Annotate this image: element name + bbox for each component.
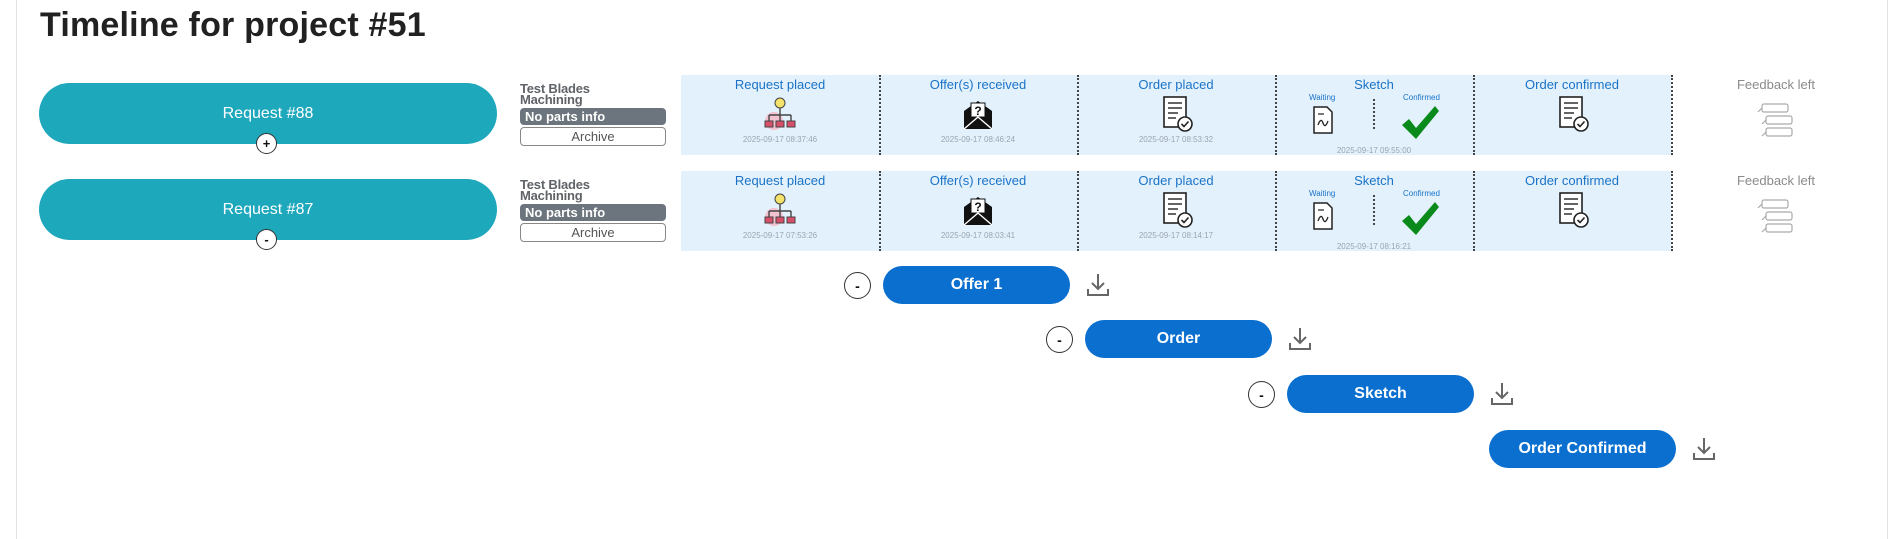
stage-feedback-left[interactable]: Feedback left xyxy=(1716,75,1836,155)
feedback-label: Feedback left xyxy=(1736,173,1816,188)
stage-order-placed[interactable]: Order placed 2025-09-17 08:14:17 xyxy=(1077,171,1275,251)
sketch-waiting-label: Waiting xyxy=(1309,189,1336,198)
document-check-icon xyxy=(1163,192,1193,228)
stage-divider xyxy=(1077,171,1079,251)
stage-divider xyxy=(1275,171,1277,251)
collapse-toggle-button[interactable]: - xyxy=(1046,326,1073,353)
stage-order-confirmed[interactable]: Order confirmed xyxy=(1473,75,1671,155)
stage-order-placed[interactable]: Order placed 2025-09-17 08:53:32 xyxy=(1077,75,1275,155)
stage-divider xyxy=(879,75,881,155)
stage-divider xyxy=(879,171,881,251)
sketch-doc-icon xyxy=(1313,106,1333,134)
collapse-toggle-button[interactable]: - xyxy=(1248,381,1275,408)
request-tree-icon xyxy=(764,97,796,130)
stage-divider xyxy=(1671,75,1673,155)
supplier-name: Test Blades Machining xyxy=(520,177,590,203)
stage-timestamp: 2025-09-17 08:14:17 xyxy=(1138,231,1214,240)
stage-timestamp: 2025-09-17 09:55:00 xyxy=(1336,146,1412,155)
status-badge: No parts info xyxy=(520,204,666,221)
request-tree-icon xyxy=(764,193,796,226)
document-check-icon xyxy=(1559,192,1589,228)
stage-divider xyxy=(1473,171,1475,251)
stage-order-confirmed[interactable]: Order confirmed xyxy=(1473,171,1671,251)
order-confirmed-document-button[interactable]: Order Confirmed xyxy=(1489,430,1676,468)
stage-label: Order placed xyxy=(1138,77,1214,92)
request-row: Request #88 + Test Blades Machining No p… xyxy=(0,75,1904,155)
document-row-order-confirmed: Order Confirmed xyxy=(1450,430,1730,470)
svg-text:?: ? xyxy=(974,200,981,214)
stage-label: Order confirmed xyxy=(1525,77,1619,92)
expand-toggle-button[interactable]: + xyxy=(256,133,277,154)
stage-label: Sketch xyxy=(1354,173,1394,188)
stage-request-placed[interactable]: Request placed 2025-09-17 08:37:46 xyxy=(681,75,879,155)
stage-sketch[interactable]: Sketch Waiting Confirmed 2025-09-17 08:1… xyxy=(1275,171,1473,251)
offer-document-button[interactable]: Offer 1 xyxy=(883,266,1070,304)
stage-label: Offer(s) received xyxy=(929,77,1027,92)
stage-divider xyxy=(1275,75,1277,155)
collapse-toggle-button[interactable]: - xyxy=(256,229,277,250)
stage-track: Request placed 2025-09-17 08:37:46 Offer… xyxy=(681,75,1673,155)
document-check-icon xyxy=(1559,96,1589,132)
download-icon[interactable] xyxy=(1084,271,1112,299)
stage-timestamp: 2025-09-17 08:53:32 xyxy=(1138,135,1214,144)
download-icon[interactable] xyxy=(1690,435,1718,463)
document-row-order: - Order xyxy=(1046,320,1326,360)
archive-button[interactable]: Archive xyxy=(520,223,666,242)
supplier-block: Test Blades Machining No parts info Arch… xyxy=(520,177,666,242)
order-document-button[interactable]: Order xyxy=(1085,320,1272,358)
stage-timestamp: 2025-09-17 08:03:41 xyxy=(940,231,1016,240)
checkmark-icon xyxy=(1402,202,1439,235)
download-icon[interactable] xyxy=(1488,380,1516,408)
feedback-comments-icon xyxy=(1757,199,1793,233)
checkmark-icon xyxy=(1402,106,1439,139)
stage-timestamp: 2025-09-17 08:46:24 xyxy=(940,135,1016,144)
page-title: Timeline for project #51 xyxy=(40,6,426,44)
supplier-block: Test Blades Machining No parts info Arch… xyxy=(520,81,666,146)
stage-label: Order confirmed xyxy=(1525,173,1619,188)
stage-timestamp: 2025-09-17 07:53:26 xyxy=(742,231,818,240)
stage-request-placed[interactable]: Request placed 2025-09-17 07:53:26 xyxy=(681,171,879,251)
feedback-label: Feedback left xyxy=(1736,77,1816,92)
sketch-confirmed-label: Confirmed xyxy=(1403,93,1440,102)
document-check-icon xyxy=(1163,96,1193,132)
stage-divider xyxy=(1077,75,1079,155)
stage-label: Offer(s) received xyxy=(929,173,1027,188)
sketch-waiting-label: Waiting xyxy=(1309,93,1336,102)
stage-track: Request placed 2025-09-17 07:53:26 Offer… xyxy=(681,171,1673,251)
stage-label: Sketch xyxy=(1354,77,1394,92)
envelope-question-icon: ? xyxy=(963,197,993,226)
stage-sketch[interactable]: Sketch Waiting Confirmed 2025-09-17 09:5… xyxy=(1275,75,1473,155)
document-row-sketch: - Sketch xyxy=(1248,375,1528,415)
archive-button[interactable]: Archive xyxy=(520,127,666,146)
stage-divider xyxy=(1473,75,1475,155)
sketch-confirmed-label: Confirmed xyxy=(1403,189,1440,198)
stage-timestamp: 2025-09-17 08:16:21 xyxy=(1336,242,1412,251)
status-badge: No parts info xyxy=(520,108,666,125)
stage-offers-received[interactable]: Offer(s) received ? 2025-09-17 08:46:24 xyxy=(879,75,1077,155)
sketch-divider xyxy=(1373,99,1375,129)
stage-divider xyxy=(1671,171,1673,251)
stage-label: Request placed xyxy=(734,173,826,188)
download-icon[interactable] xyxy=(1286,325,1314,353)
stage-label: Request placed xyxy=(734,77,826,92)
stage-offers-received[interactable]: Offer(s) received ? 2025-09-17 08:03:41 xyxy=(879,171,1077,251)
sketch-document-button[interactable]: Sketch xyxy=(1287,375,1474,413)
feedback-comments-icon xyxy=(1757,103,1793,137)
document-row-offer: - Offer 1 xyxy=(844,266,1124,306)
collapse-toggle-button[interactable]: - xyxy=(844,272,871,299)
supplier-name: Test Blades Machining xyxy=(520,81,590,107)
stage-feedback-left[interactable]: Feedback left xyxy=(1716,171,1836,251)
sketch-doc-icon xyxy=(1313,202,1333,230)
stage-label: Order placed xyxy=(1138,173,1214,188)
sketch-divider xyxy=(1373,195,1375,225)
stage-timestamp: 2025-09-17 08:37:46 xyxy=(742,135,818,144)
svg-text:?: ? xyxy=(974,104,981,118)
envelope-question-icon: ? xyxy=(963,101,993,130)
request-row: Request #87 - Test Blades Machining No p… xyxy=(0,171,1904,251)
